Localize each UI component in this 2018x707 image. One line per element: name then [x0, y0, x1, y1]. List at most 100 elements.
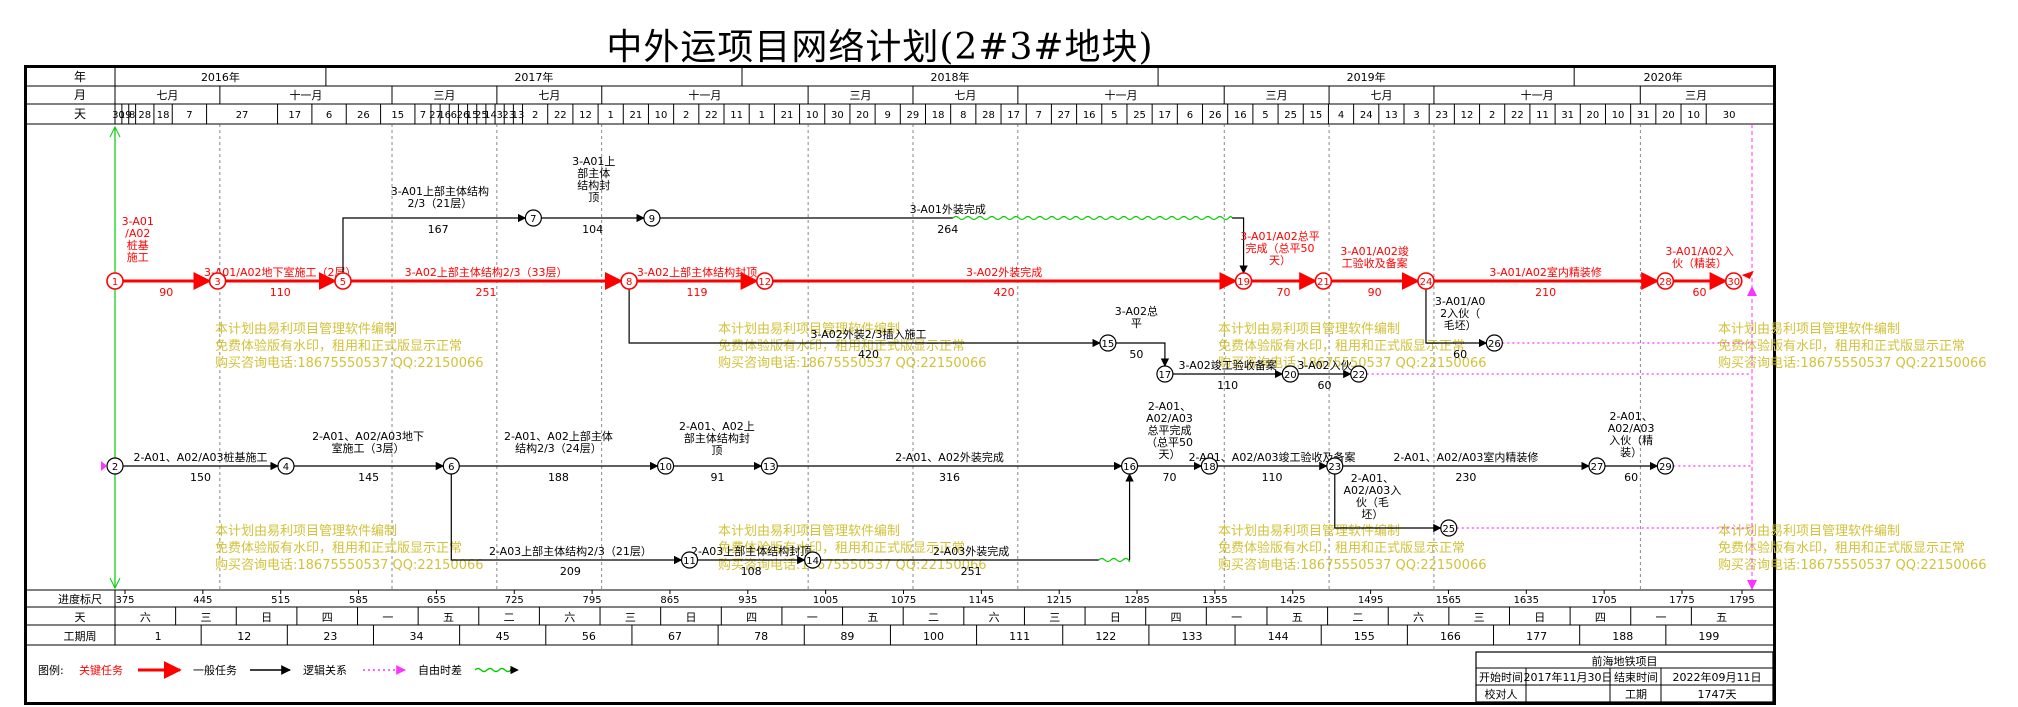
- node-number: 4: [283, 462, 289, 473]
- node-number: 17: [1159, 370, 1172, 381]
- progress-tick: 375: [115, 595, 134, 606]
- task-label: 2-A01、A02/A03桩基施工: [133, 450, 267, 464]
- network-node: 14: [804, 551, 822, 569]
- network-node: 8: [620, 272, 638, 290]
- day-label: 19: [119, 110, 132, 121]
- watermark-line: 购买咨询电话:18675550537 QQ:22150066: [1218, 355, 1487, 371]
- task-duration: 119: [686, 286, 707, 299]
- task-label: 3-A02入伙: [1297, 359, 1351, 372]
- start-arrow-bottom: [109, 577, 121, 590]
- week-cell: 56: [582, 630, 596, 643]
- node-number: 12: [758, 277, 771, 288]
- end-arrow-down: [1747, 580, 1757, 590]
- task-callout: 2-A01、A02上部主体: [504, 429, 613, 443]
- day-label: 10: [806, 110, 819, 121]
- task-label: 2-A03上部主体结构封顶: [691, 544, 811, 558]
- year-label: 2018年: [931, 70, 970, 84]
- progress-tick: 795: [583, 595, 602, 606]
- node-number: 10: [659, 462, 672, 473]
- day-label: 29: [907, 110, 920, 121]
- node-number: 30: [1727, 277, 1740, 288]
- node-circle: [208, 272, 227, 290]
- day-label: 2: [1489, 110, 1495, 121]
- task-arrow: [1232, 217, 1248, 274]
- weekday-cell: 三: [1474, 611, 1485, 624]
- task-duration: 251: [961, 565, 982, 578]
- node-number: 8: [626, 277, 632, 288]
- day-label: 18: [157, 110, 170, 121]
- network-node: 6: [442, 457, 460, 475]
- network-node: 11: [680, 551, 699, 569]
- task-duration: 104: [582, 223, 603, 236]
- month-label: 七月: [156, 89, 178, 102]
- node-number: 14: [806, 556, 819, 567]
- network-node: 12: [755, 272, 774, 290]
- day-label: 20: [1587, 110, 1600, 121]
- task-label: 2-A01、A02外装完成: [895, 450, 1004, 464]
- watermark-line: 购买咨询电话:18675550537 QQ:22150066: [1718, 355, 1987, 371]
- day-label: 28: [138, 110, 151, 121]
- network-node: 19: [1234, 272, 1253, 290]
- task-arrow: [1334, 474, 1442, 533]
- weekday-cell: 三: [625, 611, 636, 624]
- task-label: 2-A01、A02/A03竣工验收及备案: [1189, 450, 1356, 464]
- legend-critical-label: 关键任务: [79, 663, 123, 677]
- free-float-wave: [1098, 557, 1131, 563]
- task-duration: 60: [1318, 379, 1332, 392]
- month-label: 七月: [538, 89, 560, 102]
- network-node: 15: [1099, 334, 1117, 352]
- day-label: 7: [420, 110, 426, 121]
- day-label: 31: [1637, 110, 1650, 121]
- task-duration: 209: [560, 565, 581, 578]
- day-label: 24: [1360, 110, 1373, 121]
- week-cell: 188: [1612, 630, 1633, 643]
- watermark-line: 免费体验版有水印，租用和正式版显示正常: [718, 540, 965, 556]
- network-node: 24: [1417, 272, 1435, 290]
- month-label: 十一月: [688, 88, 721, 102]
- weekday-cell: 日: [685, 611, 696, 624]
- week-cell: 89: [840, 630, 854, 643]
- day-label: 31: [1561, 110, 1574, 121]
- end-label: 结束时间: [1614, 671, 1658, 684]
- header-label-month: 月: [74, 88, 86, 102]
- weekday-cell: 二: [928, 611, 939, 624]
- legend-normal-label: 一般任务: [193, 664, 237, 677]
- node-number: 2: [112, 462, 118, 473]
- network-node: 1: [106, 272, 124, 290]
- progress-tick: 1495: [1358, 595, 1383, 606]
- info-box: [1475, 651, 1774, 703]
- progress-tick: 1145: [969, 595, 994, 606]
- day-label: 4: [1338, 110, 1344, 121]
- week-cell: 100: [923, 630, 944, 643]
- end-flag-icon: [1741, 271, 1754, 279]
- weekday-cell: 六: [564, 611, 575, 624]
- task-duration: 316: [939, 471, 960, 484]
- day-label: 26: [357, 110, 370, 121]
- week-cell: 111: [1009, 630, 1030, 643]
- task-duration: 210: [1535, 286, 1556, 299]
- day-label: 21: [629, 110, 642, 121]
- day-label: 5: [1262, 110, 1268, 121]
- day-label: 3: [496, 110, 502, 121]
- task-callout: 结构2/3（24层）: [515, 441, 602, 455]
- task-callout: A02/A03: [1608, 422, 1655, 435]
- task-duration: 110: [270, 286, 291, 299]
- task-label: 2-A01、A02/A03室内精装修: [1393, 450, 1538, 464]
- node-circle: [680, 551, 699, 569]
- progress-label: 进度标尺: [58, 592, 102, 606]
- day-label: 20: [856, 110, 869, 121]
- day-label: 27: [429, 110, 442, 121]
- node-circle: [1099, 334, 1117, 352]
- watermark-line: 本计划由易利项目管理软件编制: [1218, 524, 1400, 539]
- watermark-line: 免费体验版有水印，租用和正式版显示正常: [215, 338, 462, 354]
- progress-tick: 655: [427, 595, 446, 606]
- day-label: 10: [1612, 110, 1625, 121]
- task-callout: 3-A01上: [572, 155, 615, 168]
- year-label: 2017年: [514, 70, 553, 84]
- day-label: 16: [438, 110, 451, 121]
- day-label: 1: [607, 110, 613, 121]
- day-label: 18: [932, 110, 945, 121]
- free-float-wave: [952, 215, 1233, 221]
- task-callout: 桩基: [127, 238, 149, 252]
- day-label: 8: [960, 110, 966, 121]
